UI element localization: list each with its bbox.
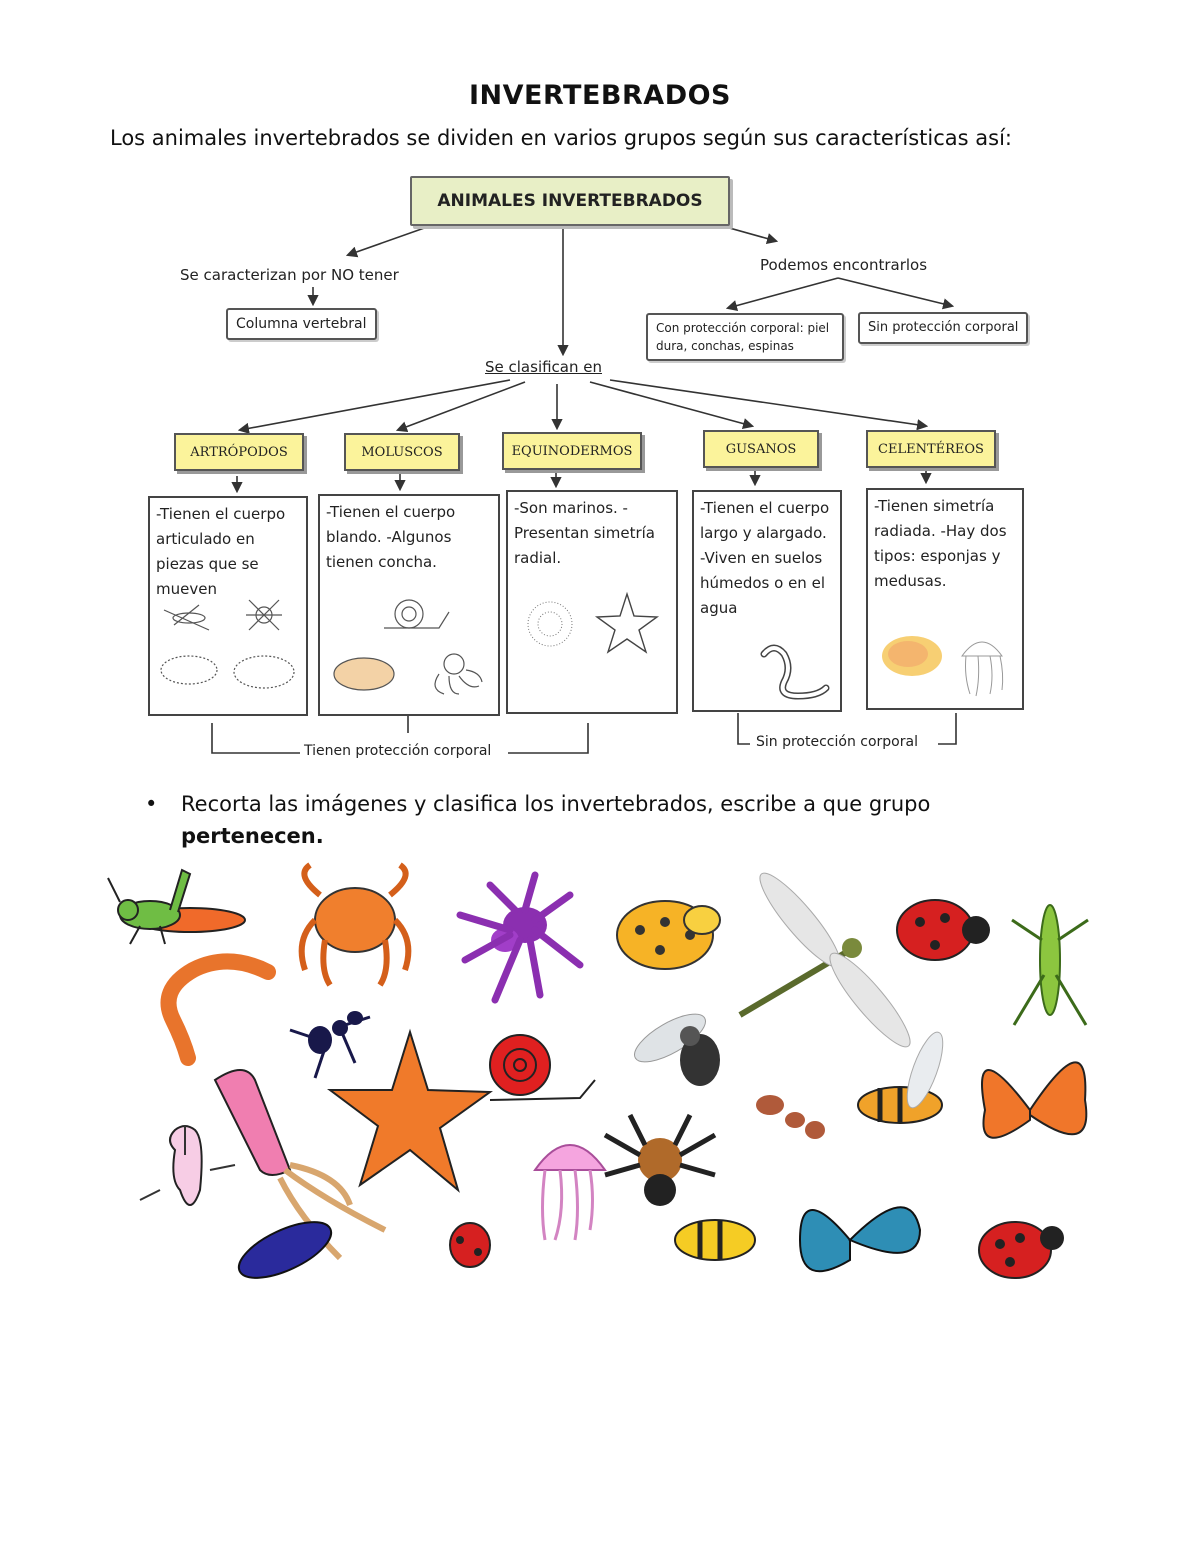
crab-image (298, 862, 412, 987)
moluscos-illustration (333, 599, 483, 695)
squid-image (213, 1069, 387, 1261)
orange-butterfly-image (981, 1061, 1088, 1139)
sin-proteccion-label: Sin protección corporal (756, 734, 918, 750)
artropodos-illustration (160, 599, 295, 689)
group-box-equinodermos: -Son marinos. -Presentan simetría radial… (506, 490, 678, 714)
group-label-celentereos: CELENTÉREOS (866, 430, 996, 468)
root-node: ANIMALES INVERTEBRADOS (410, 176, 730, 226)
ladybug-bottom-right-image (978, 1221, 1064, 1279)
con-proteccion-box: Con protección corporal: piel dura, conc… (646, 313, 844, 361)
page-title: INVERTEBRADOS (469, 80, 731, 111)
purple-spider-image (456, 871, 584, 1004)
equinodermos-illustration (527, 591, 660, 654)
bullet: • (145, 792, 158, 816)
tienen-proteccion-label: Tienen protección corporal (304, 743, 492, 759)
gusanos-illustration (760, 644, 830, 700)
grasshopper-image (107, 868, 246, 945)
group-label-artropodos: ARTRÓPODOS (174, 433, 304, 471)
ant-image (289, 1011, 371, 1079)
yellow-ladybug-image (616, 900, 721, 970)
clasifican-label: Se clasifican en (485, 358, 603, 376)
group-text-moluscos: -Tienen el cuerpo blando. -Algunos tiene… (326, 503, 456, 571)
intro-text: Los animales invertebrados se dividen en… (110, 126, 1013, 150)
group-label-moluscos: MOLUSCOS (344, 433, 460, 471)
group-box-gusanos: -Tienen el cuerpo largo y alargado. -Viv… (692, 490, 842, 712)
sponge-image (139, 1125, 236, 1206)
concept-map: ANIMALES INVERTEBRADOS Se caracterizan p… (130, 168, 1070, 768)
group-text-artropodos: -Tienen el cuerpo articulado en piezas q… (156, 505, 286, 598)
jellyfish-image (533, 1144, 607, 1241)
sin-proteccion-box: Sin protección corporal (858, 312, 1029, 344)
group-box-celentereos: -Tienen simetría radiada. -Hay dos tipos… (866, 488, 1024, 710)
concept-map-arrows (211, 221, 957, 754)
small-ladybug-image (449, 1222, 491, 1268)
red-ant-image (756, 1095, 825, 1139)
worm-image (160, 953, 276, 1066)
mussel-image (237, 1221, 333, 1279)
red-ladybug-image (896, 899, 990, 961)
dragonfly-image (738, 872, 911, 1048)
no-tener-label: Se caracterizan por NO tener (180, 266, 399, 284)
group-text-equinodermos: -Son marinos. -Presentan simetría radial… (514, 499, 655, 567)
instruction-text: Recorta las imágenes y clasifica los inv… (181, 788, 1021, 852)
tarantula-image (603, 1113, 717, 1206)
group-label-gusanos: GUSANOS (703, 430, 819, 468)
group-box-artropodos: -Tienen el cuerpo articulado en piezas q… (148, 496, 308, 716)
instruction-bold: pertenecen. (181, 824, 324, 848)
starfish-image (327, 1028, 493, 1193)
celentereos-illustration (882, 636, 1004, 697)
fly-image (634, 1013, 720, 1086)
green-insect-image (1011, 904, 1089, 1026)
columna-vertebral-box: Columna vertebral (226, 308, 377, 340)
encontrarlos-label: Podemos encontrarlos (760, 256, 928, 274)
blue-butterfly-image (798, 1206, 922, 1273)
group-text-celentereos: -Tienen simetría radiada. -Hay dos tipos… (874, 497, 1007, 590)
group-box-moluscos: -Tienen el cuerpo blando. -Algunos tiene… (318, 494, 500, 716)
snail-image (489, 1034, 596, 1101)
bee-image (674, 1219, 756, 1261)
wasp-image (857, 1031, 944, 1124)
group-text-gusanos: -Tienen el cuerpo largo y alargado. -Viv… (700, 499, 830, 617)
group-label-equinodermos: EQUINODERMOS (502, 432, 642, 470)
instruction-main: Recorta las imágenes y clasifica los inv… (181, 792, 931, 816)
animal-cutouts (107, 862, 1089, 1279)
